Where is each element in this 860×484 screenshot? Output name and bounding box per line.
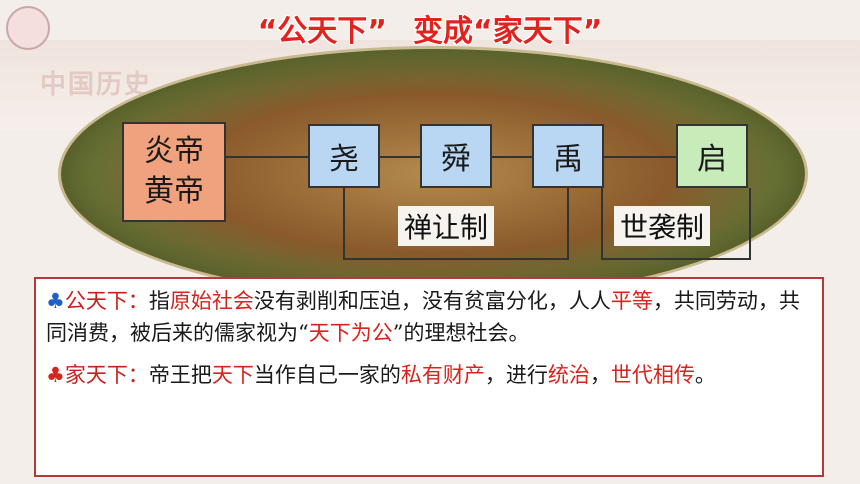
- highlight-tianxia-weigong: 天下为公: [308, 321, 393, 345]
- text-segment: ，: [589, 363, 611, 387]
- node-qi-label: 启: [697, 142, 727, 177]
- text-segment: ，进行: [484, 363, 548, 387]
- bracket-hereditary-right: [749, 188, 751, 260]
- highlight-primitive-society: 原始社会: [169, 289, 254, 313]
- node-root-line-1: 炎帝: [144, 134, 204, 169]
- highlight-private-property: 私有财产: [400, 363, 485, 387]
- node-shun-label: 舜: [441, 142, 471, 177]
- text-segment: 。: [694, 363, 716, 387]
- club-bullet-icon: ♣: [46, 363, 65, 387]
- seal-logo-icon: [6, 6, 50, 50]
- highlight-equality: 平等: [610, 289, 653, 313]
- node-yu-label: 禹: [553, 142, 583, 177]
- node-shun: 舜: [420, 124, 492, 188]
- bracket-abdication-left: [343, 188, 345, 260]
- page-title: “公天下” 变成“家天下”: [0, 6, 860, 50]
- node-yu: 禹: [532, 124, 604, 188]
- title-part-2: 变成“家天下”: [413, 14, 603, 49]
- term-gongtianxia: 公天下：: [64, 289, 149, 313]
- highlight-tianxia: 天下: [211, 363, 254, 387]
- text-segment: 指: [148, 289, 170, 313]
- connector-yu-qi: [604, 156, 676, 158]
- title-part-1: “公天下”: [257, 14, 387, 49]
- node-root-line-2: 黄帝: [144, 174, 204, 209]
- text-segment: ，共同劳动，共同消费，被后来的儒家视为“: [46, 289, 800, 345]
- bracket-abdication-bottom: [343, 258, 569, 260]
- text-segment: ”的理想社会。: [392, 321, 530, 345]
- text-segment: 帝王把: [148, 363, 212, 387]
- connector-root-yao: [226, 156, 308, 158]
- bracket-hereditary-bottom: [601, 258, 751, 260]
- definition-jiatianxia: ♣家天下：帝王把天下当作自己一家的私有财产，进行统治，世代相传。: [46, 359, 812, 391]
- node-yandi-huangdi: 炎帝 黄帝: [122, 122, 226, 222]
- node-yao: 尧: [308, 124, 380, 188]
- node-qi: 启: [676, 124, 748, 188]
- label-abdication-system: 禅让制: [398, 206, 495, 246]
- bracket-hereditary-left: [601, 188, 603, 260]
- definition-gongtianxia: ♣公天下：指原始社会没有剥削和压迫，没有贫富分化，人人平等，共同劳动，共同消费，…: [46, 285, 812, 349]
- highlight-hereditary: 世代相传: [610, 363, 695, 387]
- node-yao-label: 尧: [329, 142, 359, 177]
- club-bullet-icon: ♣: [46, 289, 65, 313]
- connector-shun-yu: [492, 156, 532, 158]
- bracket-abdication-right: [567, 188, 569, 260]
- highlight-rule: 统治: [547, 363, 590, 387]
- connector-yao-shun: [380, 156, 420, 158]
- text-segment: 当作自己一家的: [253, 363, 401, 387]
- term-jiatianxia: 家天下：: [64, 363, 149, 387]
- label-hereditary-system: 世袭制: [614, 206, 711, 246]
- definitions-panel: ♣公天下：指原始社会没有剥削和压迫，没有贫富分化，人人平等，共同劳动，共同消费，…: [34, 277, 824, 477]
- watermark-text: 中国历史: [40, 70, 153, 100]
- text-segment: 没有剥削和压迫，没有贫富分化，人人: [253, 289, 611, 313]
